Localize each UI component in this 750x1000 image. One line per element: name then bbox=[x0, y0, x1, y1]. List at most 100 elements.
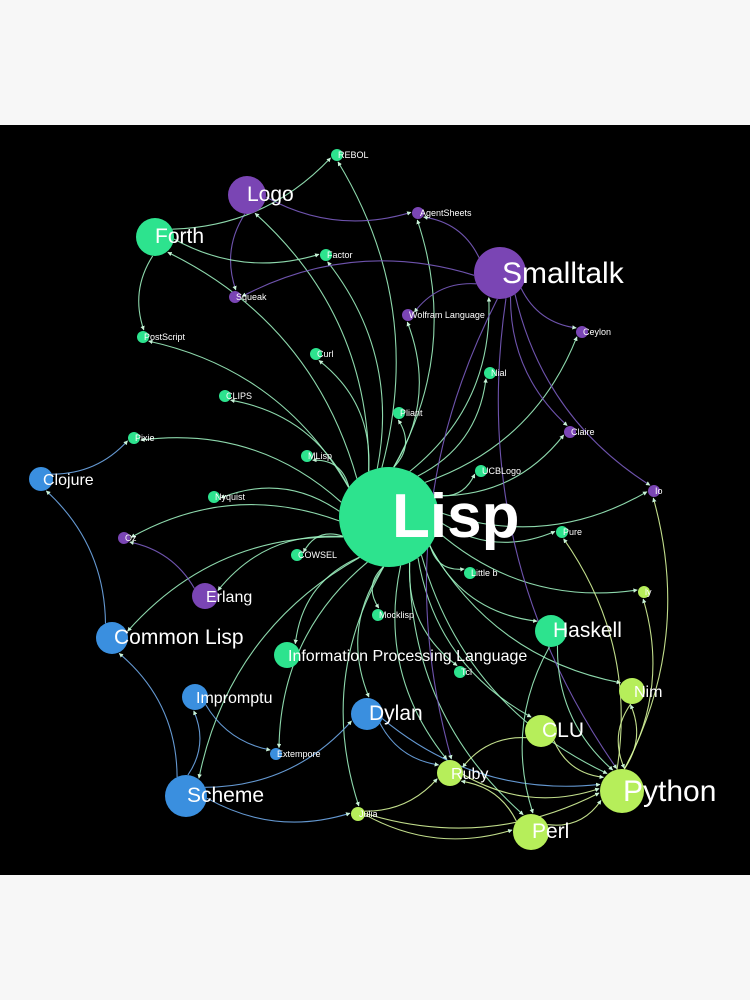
edge-dylan-python bbox=[381, 718, 601, 788]
label-scheme: Scheme bbox=[187, 784, 264, 807]
label-wolfram: Wolfram Language bbox=[409, 310, 485, 320]
edge-forth-factor bbox=[173, 238, 320, 264]
label-lisp: Lisp bbox=[392, 482, 519, 551]
edge-lisp-rebol bbox=[337, 161, 397, 468]
edge-python-pure bbox=[563, 538, 622, 770]
edge-python-io bbox=[623, 497, 669, 770]
edge-lisp-nim bbox=[429, 545, 622, 685]
node-logo bbox=[228, 176, 266, 214]
edge-clu-ruby bbox=[462, 737, 527, 768]
label-smalltalk: Smalltalk bbox=[502, 257, 625, 290]
node-rebol bbox=[331, 149, 343, 161]
edge-forth-postscript bbox=[138, 255, 154, 331]
edge-logo-agentsheets bbox=[265, 196, 412, 222]
edge-lisp-factor bbox=[327, 261, 384, 469]
label-commonlisp: Common Lisp bbox=[114, 626, 244, 649]
node-impromptu bbox=[182, 684, 208, 710]
label-mlisp: MLisp bbox=[308, 451, 332, 461]
edge-lisp-erlang bbox=[217, 535, 344, 591]
label-erlang: Erlang bbox=[206, 589, 252, 606]
edge-lisp-julia bbox=[342, 566, 385, 807]
edge-lisp-mlisp bbox=[312, 457, 350, 488]
edge-nim-python bbox=[617, 703, 632, 769]
label-dylan: Dylan bbox=[369, 702, 423, 725]
label-mocklisp: Mocklisp bbox=[379, 610, 414, 620]
label-postscript: PostScript bbox=[144, 332, 186, 342]
node-ly bbox=[638, 586, 650, 598]
edge-smalltalk-python bbox=[497, 298, 618, 769]
edge-perl-ruby bbox=[460, 779, 517, 822]
label-impromptu: Impromptu bbox=[196, 690, 272, 707]
edge-lisp-scheme bbox=[197, 556, 360, 779]
label-clu: CLU bbox=[542, 719, 584, 742]
edge-smalltalk-claire bbox=[509, 296, 568, 427]
node-commonlisp bbox=[96, 622, 128, 654]
edge-lisp-nyquist bbox=[220, 487, 340, 512]
edge-lisp-forth bbox=[167, 251, 358, 479]
label-perl: Perl bbox=[532, 820, 569, 843]
edge-scheme-julia bbox=[206, 797, 351, 823]
node-factor bbox=[320, 249, 332, 261]
node-pixie bbox=[128, 432, 140, 444]
label-forth: Forth bbox=[155, 225, 204, 248]
edge-ruby-python bbox=[462, 773, 600, 799]
label-agentsheets: AgentSheets bbox=[420, 208, 472, 218]
edge-lisp-python bbox=[420, 554, 608, 774]
label-littleb: Little b bbox=[471, 568, 498, 578]
label-curl: Curl bbox=[317, 349, 334, 359]
label-oz: Oz bbox=[125, 533, 137, 543]
label-haskell: Haskell bbox=[553, 619, 622, 642]
edge-lisp-commonlisp bbox=[127, 536, 344, 632]
edge-julia-ruby bbox=[364, 778, 438, 812]
edge-scheme-impromptu bbox=[187, 710, 201, 776]
node-python bbox=[600, 769, 644, 813]
edge-lisp-ruby bbox=[394, 565, 448, 760]
node-haskell bbox=[535, 615, 567, 647]
node-julia bbox=[351, 807, 365, 821]
edge-dylan-ruby bbox=[379, 723, 440, 767]
node-mocklisp bbox=[372, 609, 384, 621]
node-cowsel bbox=[291, 549, 303, 561]
node-tcl bbox=[454, 666, 466, 678]
edge-lisp-io bbox=[438, 491, 648, 528]
node-nim bbox=[619, 678, 645, 704]
edge-lisp-ucblogo bbox=[433, 473, 476, 497]
node-mlisp bbox=[301, 450, 313, 462]
edge-lisp-curl bbox=[318, 359, 370, 472]
node-claire bbox=[564, 426, 576, 438]
node-smalltalk bbox=[474, 247, 526, 299]
node-lisp bbox=[339, 467, 439, 567]
edge-lisp-ipl bbox=[293, 556, 360, 645]
edge-erlang-oz bbox=[129, 540, 195, 589]
label-claire: Claire bbox=[571, 427, 595, 437]
edge-clu-python bbox=[553, 740, 604, 780]
node-dylan bbox=[351, 698, 383, 730]
node-nyquist bbox=[208, 491, 220, 503]
edge-lisp-clu bbox=[417, 557, 532, 718]
node-oz bbox=[118, 532, 130, 544]
node-layer bbox=[29, 149, 660, 850]
label-python: Python bbox=[623, 775, 716, 808]
edge-perl-python bbox=[547, 800, 602, 826]
label-logo: Logo bbox=[247, 183, 294, 206]
edge-lisp-smalltalk bbox=[409, 297, 492, 472]
node-clips bbox=[219, 390, 231, 402]
label-ruby: Ruby bbox=[451, 766, 488, 783]
edge-lisp-ceylon bbox=[424, 336, 578, 483]
edge-haskell-perl bbox=[521, 646, 550, 814]
label-pixie: Pixie bbox=[135, 433, 155, 443]
edge-lisp-wolfram bbox=[393, 321, 420, 468]
label-clojure: Clojure bbox=[43, 472, 94, 489]
edge-lisp-haskell bbox=[429, 545, 538, 623]
edge-python-nim bbox=[623, 704, 638, 770]
edge-forth-rebol bbox=[172, 157, 332, 230]
node-curl bbox=[310, 348, 322, 360]
node-postscript bbox=[137, 331, 149, 343]
edge-lisp-postscript bbox=[148, 339, 350, 488]
label-julia: Julia bbox=[359, 809, 378, 819]
label-squeak: Squeak bbox=[236, 292, 267, 302]
edge-lisp-clips bbox=[230, 398, 350, 488]
edge-smalltalk-wolfram bbox=[413, 283, 477, 313]
edge-lisp-nial bbox=[417, 378, 488, 477]
